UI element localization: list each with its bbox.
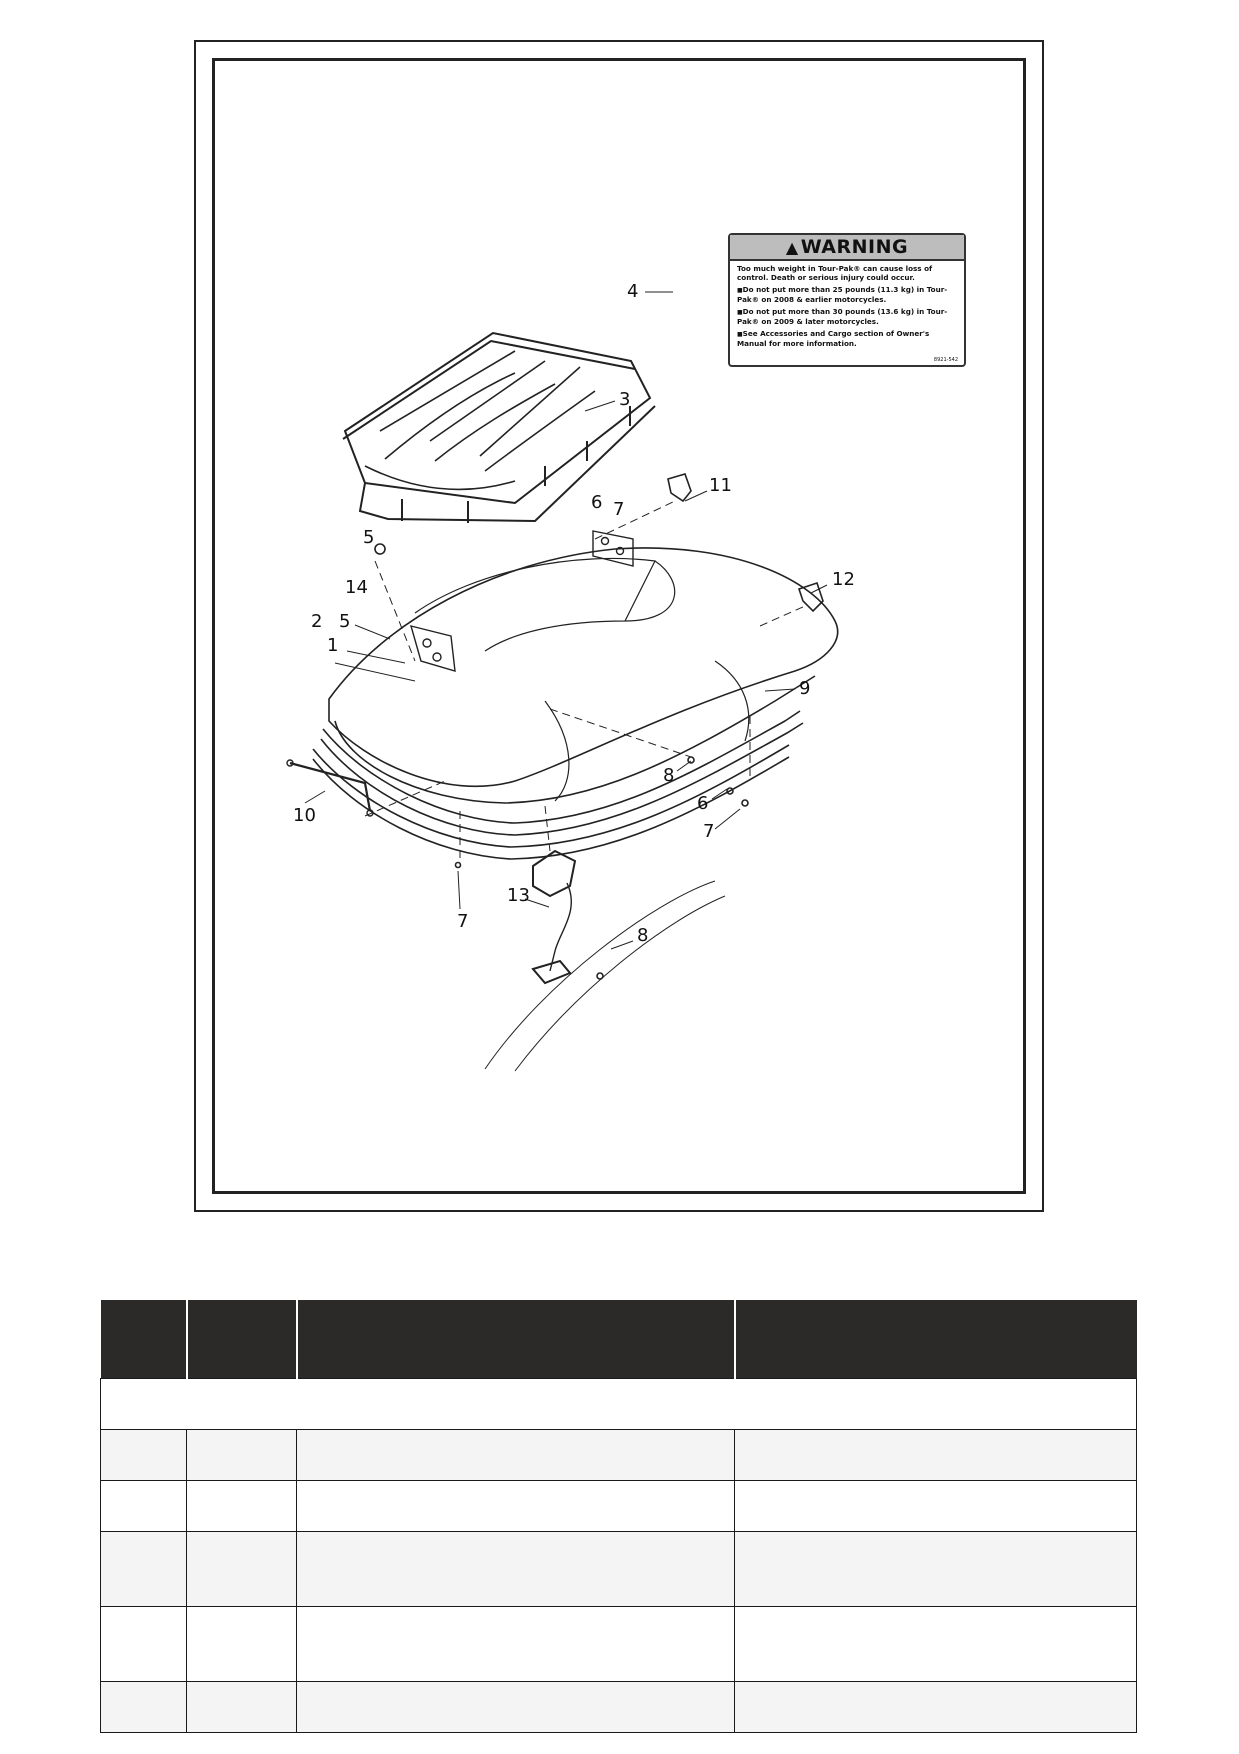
fender-outline — [484, 880, 726, 1072]
callout-11: 11 — [709, 475, 732, 496]
parts-table — [100, 1300, 1137, 1733]
assembly-leader-lines — [364, 500, 806, 861]
callout-6: 6 — [591, 492, 603, 513]
table-cell — [186, 1429, 297, 1481]
fastener-hardware — [374, 543, 749, 980]
table-row — [100, 1531, 1137, 1607]
table-row — [100, 1429, 1137, 1481]
callout-9: 9 — [799, 678, 811, 699]
table-group-row — [100, 1378, 1137, 1430]
table-cell — [100, 1681, 187, 1733]
callout-leaders — [304, 291, 828, 950]
table-cell — [186, 1531, 297, 1607]
header-cell — [734, 1300, 1137, 1379]
header-cell — [186, 1300, 298, 1379]
table-cell — [734, 1681, 1137, 1733]
table-cell — [100, 1429, 187, 1481]
table-row — [100, 1606, 1137, 1682]
table-cell — [186, 1606, 297, 1682]
warning-label: ▲ WARNING Too much weight in Tour-Pak® c… — [728, 233, 966, 367]
table-cell — [734, 1480, 1137, 1532]
callout-3: 3 — [619, 389, 631, 410]
callout-7: 7 — [703, 821, 715, 842]
luggage-rack-drawing — [342, 331, 656, 523]
table-cell — [186, 1681, 297, 1733]
callout-7: 7 — [613, 499, 625, 520]
warning-triangle-icon: ▲ — [785, 237, 799, 257]
callout-1: 1 — [327, 635, 339, 656]
table-cell — [296, 1531, 735, 1607]
warning-heading: ▲ WARNING — [730, 235, 964, 261]
table-cell — [734, 1429, 1137, 1481]
gasket-drawing — [312, 710, 804, 860]
callout-6: 6 — [697, 793, 709, 814]
header-cell — [100, 1300, 188, 1379]
group-cell — [100, 1378, 1137, 1430]
warning-intro: Too much weight in Tour-Pak® can cause l… — [737, 264, 933, 282]
callout-7: 7 — [457, 911, 469, 932]
table-row — [100, 1681, 1137, 1733]
callout-12: 12 — [832, 569, 855, 590]
callout-10: 10 — [293, 805, 316, 826]
table-cell — [186, 1480, 297, 1532]
warning-label-code: 8921-542 — [933, 357, 958, 363]
callout-4: 4 — [627, 281, 639, 302]
table-cell — [734, 1531, 1137, 1607]
table-cell — [734, 1606, 1137, 1682]
table-cell — [296, 1429, 735, 1481]
warning-bullet: Do not put more than 25 pounds (11.3 kg)… — [737, 285, 957, 304]
figure-frame: ▲ WARNING Too much weight in Tour-Pak® c… — [194, 40, 1044, 1212]
callout-2: 2 — [311, 611, 323, 632]
callout-5: 5 — [339, 611, 351, 632]
callout-8: 8 — [637, 925, 649, 946]
table-cell — [100, 1606, 187, 1682]
table-cell — [296, 1681, 735, 1733]
table-cell — [296, 1606, 735, 1682]
warning-bullet: Do not put more than 30 pounds (13.6 kg)… — [737, 307, 957, 326]
callout-13: 13 — [507, 885, 530, 906]
figure-inner-border: ▲ WARNING Too much weight in Tour-Pak® c… — [212, 58, 1026, 1194]
table-row — [100, 1480, 1137, 1532]
table-cell — [100, 1480, 187, 1532]
latch-hinge-drawing — [286, 473, 824, 817]
warning-heading-text: WARNING — [800, 236, 909, 258]
table-cell — [100, 1531, 187, 1607]
callout-8: 8 — [663, 765, 675, 786]
warning-body: Too much weight in Tour-Pak® can cause l… — [730, 261, 964, 354]
tour-pak-lid-drawing — [328, 530, 839, 804]
header-cell — [296, 1300, 736, 1379]
exploded-parts-diagram — [286, 291, 839, 1072]
table-cell — [296, 1480, 735, 1532]
light-assembly-drawing — [531, 849, 577, 985]
warning-bullet: See Accessories and Cargo section of Own… — [737, 329, 957, 348]
parts-table-header — [100, 1300, 1137, 1379]
callout-5: 5 — [363, 527, 375, 548]
callout-14: 14 — [345, 577, 368, 598]
